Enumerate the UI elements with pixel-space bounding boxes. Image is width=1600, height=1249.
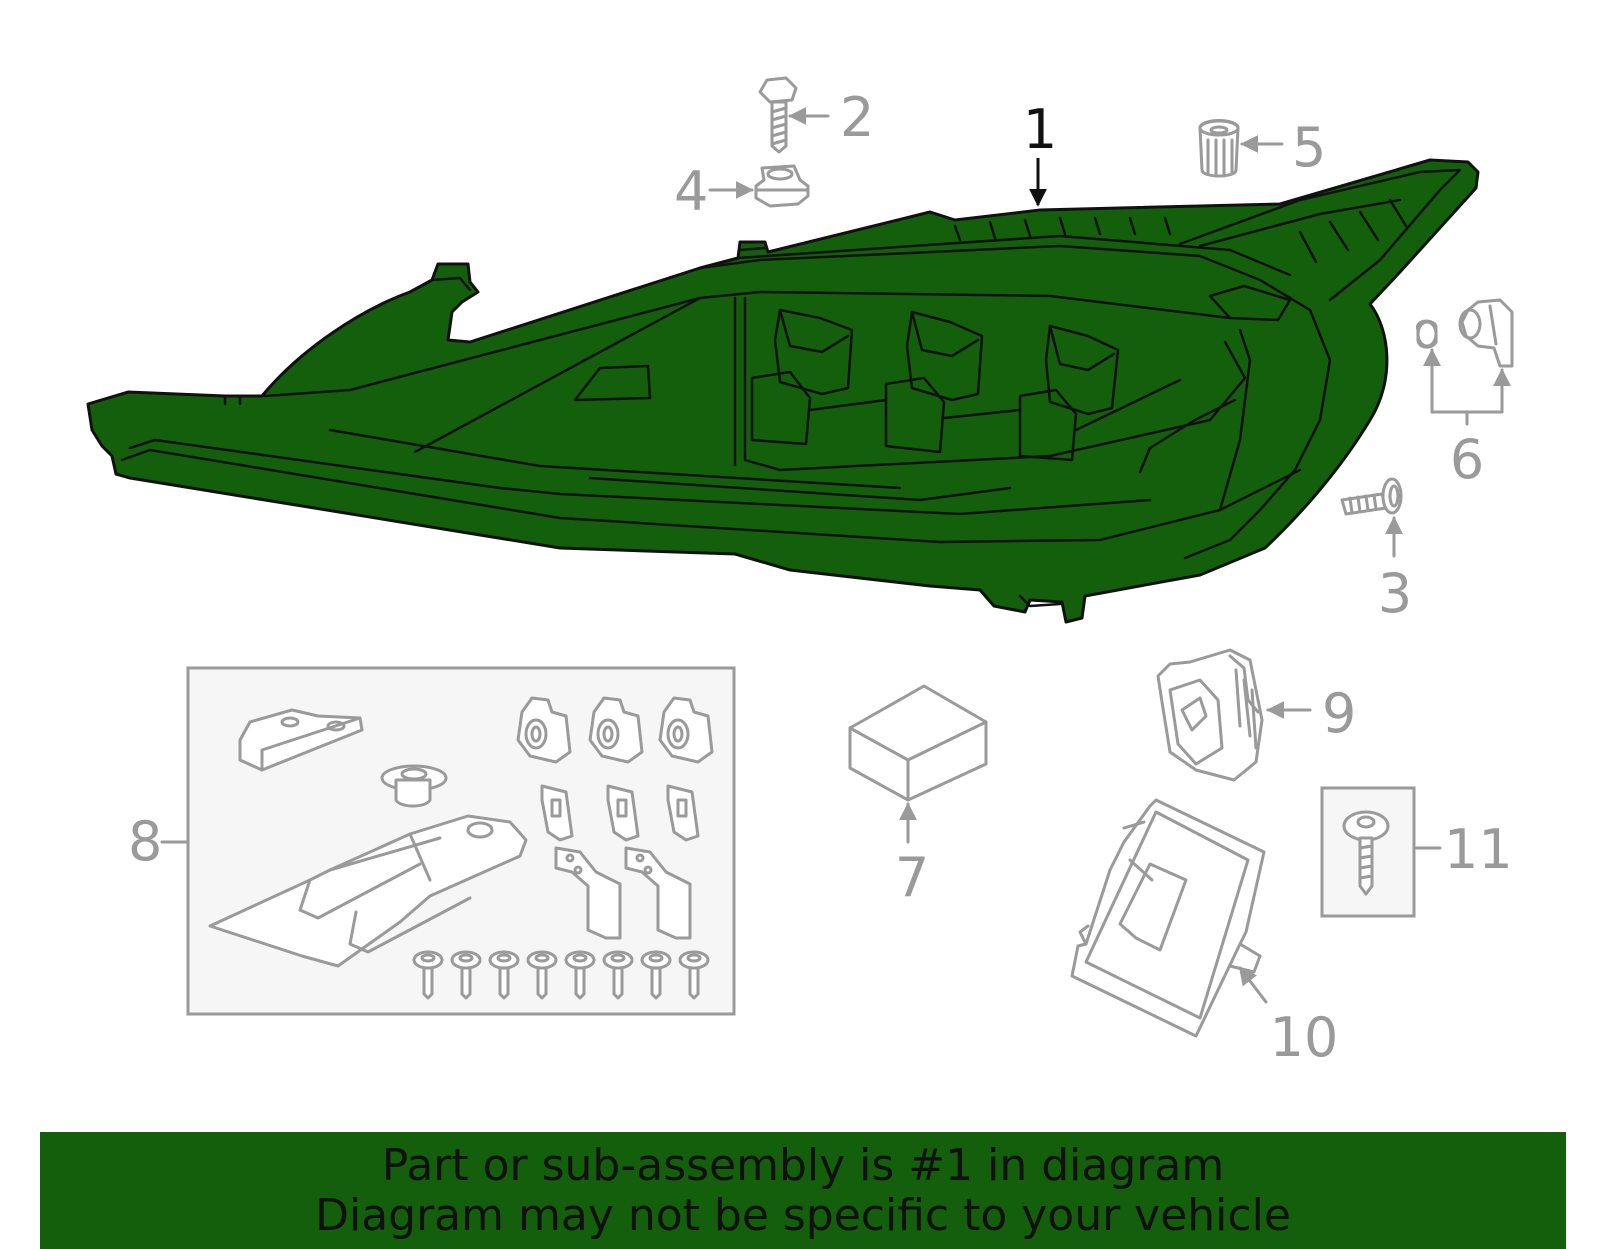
callout-4[interactable]: 4 [674, 160, 754, 223]
svg-text:11: 11 [1444, 818, 1513, 881]
svg-text:10: 10 [1270, 1006, 1339, 1069]
headlamp-assembly[interactable] [86, 158, 1480, 624]
svg-text:6: 6 [1450, 428, 1484, 491]
callout-3[interactable]: 3 [1378, 516, 1412, 625]
bracket-kit-box-part-8[interactable] [186, 666, 736, 1016]
svg-text:7: 7 [895, 846, 929, 909]
bolt-part-2[interactable] [758, 76, 798, 154]
screw-box-part-11[interactable] [1320, 786, 1416, 918]
module-part-7[interactable] [848, 684, 988, 802]
banner-line-1: Part or sub-assembly is #1 in diagram [381, 1139, 1225, 1191]
cap-part-5[interactable] [1198, 119, 1240, 178]
clip-nut [658, 696, 714, 764]
callout-7[interactable]: 7 [895, 802, 929, 909]
nut-part-4[interactable] [754, 164, 810, 208]
parts-diagram: 1 2 4 5 6 [86, 76, 1514, 1069]
svg-text:8: 8 [128, 810, 162, 873]
callout-2[interactable]: 2 [788, 86, 874, 149]
screw-part-3[interactable] [1340, 477, 1403, 516]
svg-text:3: 3 [1378, 562, 1412, 625]
clip-nut [588, 696, 644, 764]
callout-10[interactable]: 10 [1238, 966, 1339, 1069]
screw-row [412, 950, 710, 1000]
banner-line-2: Diagram may not be specific to your vehi… [315, 1189, 1291, 1241]
callout-6[interactable]: 6 [1423, 348, 1511, 491]
callout-11[interactable]: 11 [1412, 818, 1513, 881]
callout-5[interactable]: 5 [1240, 116, 1326, 179]
svg-text:1: 1 [1023, 98, 1057, 161]
svg-text:4: 4 [674, 160, 708, 223]
callout-9[interactable]: 9 [1266, 682, 1356, 745]
control-module-part-10[interactable] [1070, 798, 1266, 1038]
clip-nut [516, 696, 572, 764]
svg-text:2: 2 [840, 86, 874, 149]
callout-1[interactable]: 1 [1023, 98, 1057, 207]
svg-text:9: 9 [1322, 682, 1356, 745]
led-driver-part-9[interactable] [1156, 648, 1264, 782]
bulb-socket-part-6[interactable] [1415, 298, 1514, 368]
callout-8[interactable]: 8 [128, 810, 190, 873]
info-banner: Part or sub-assembly is #1 in diagram Di… [40, 1132, 1566, 1249]
svg-text:5: 5 [1292, 116, 1326, 179]
